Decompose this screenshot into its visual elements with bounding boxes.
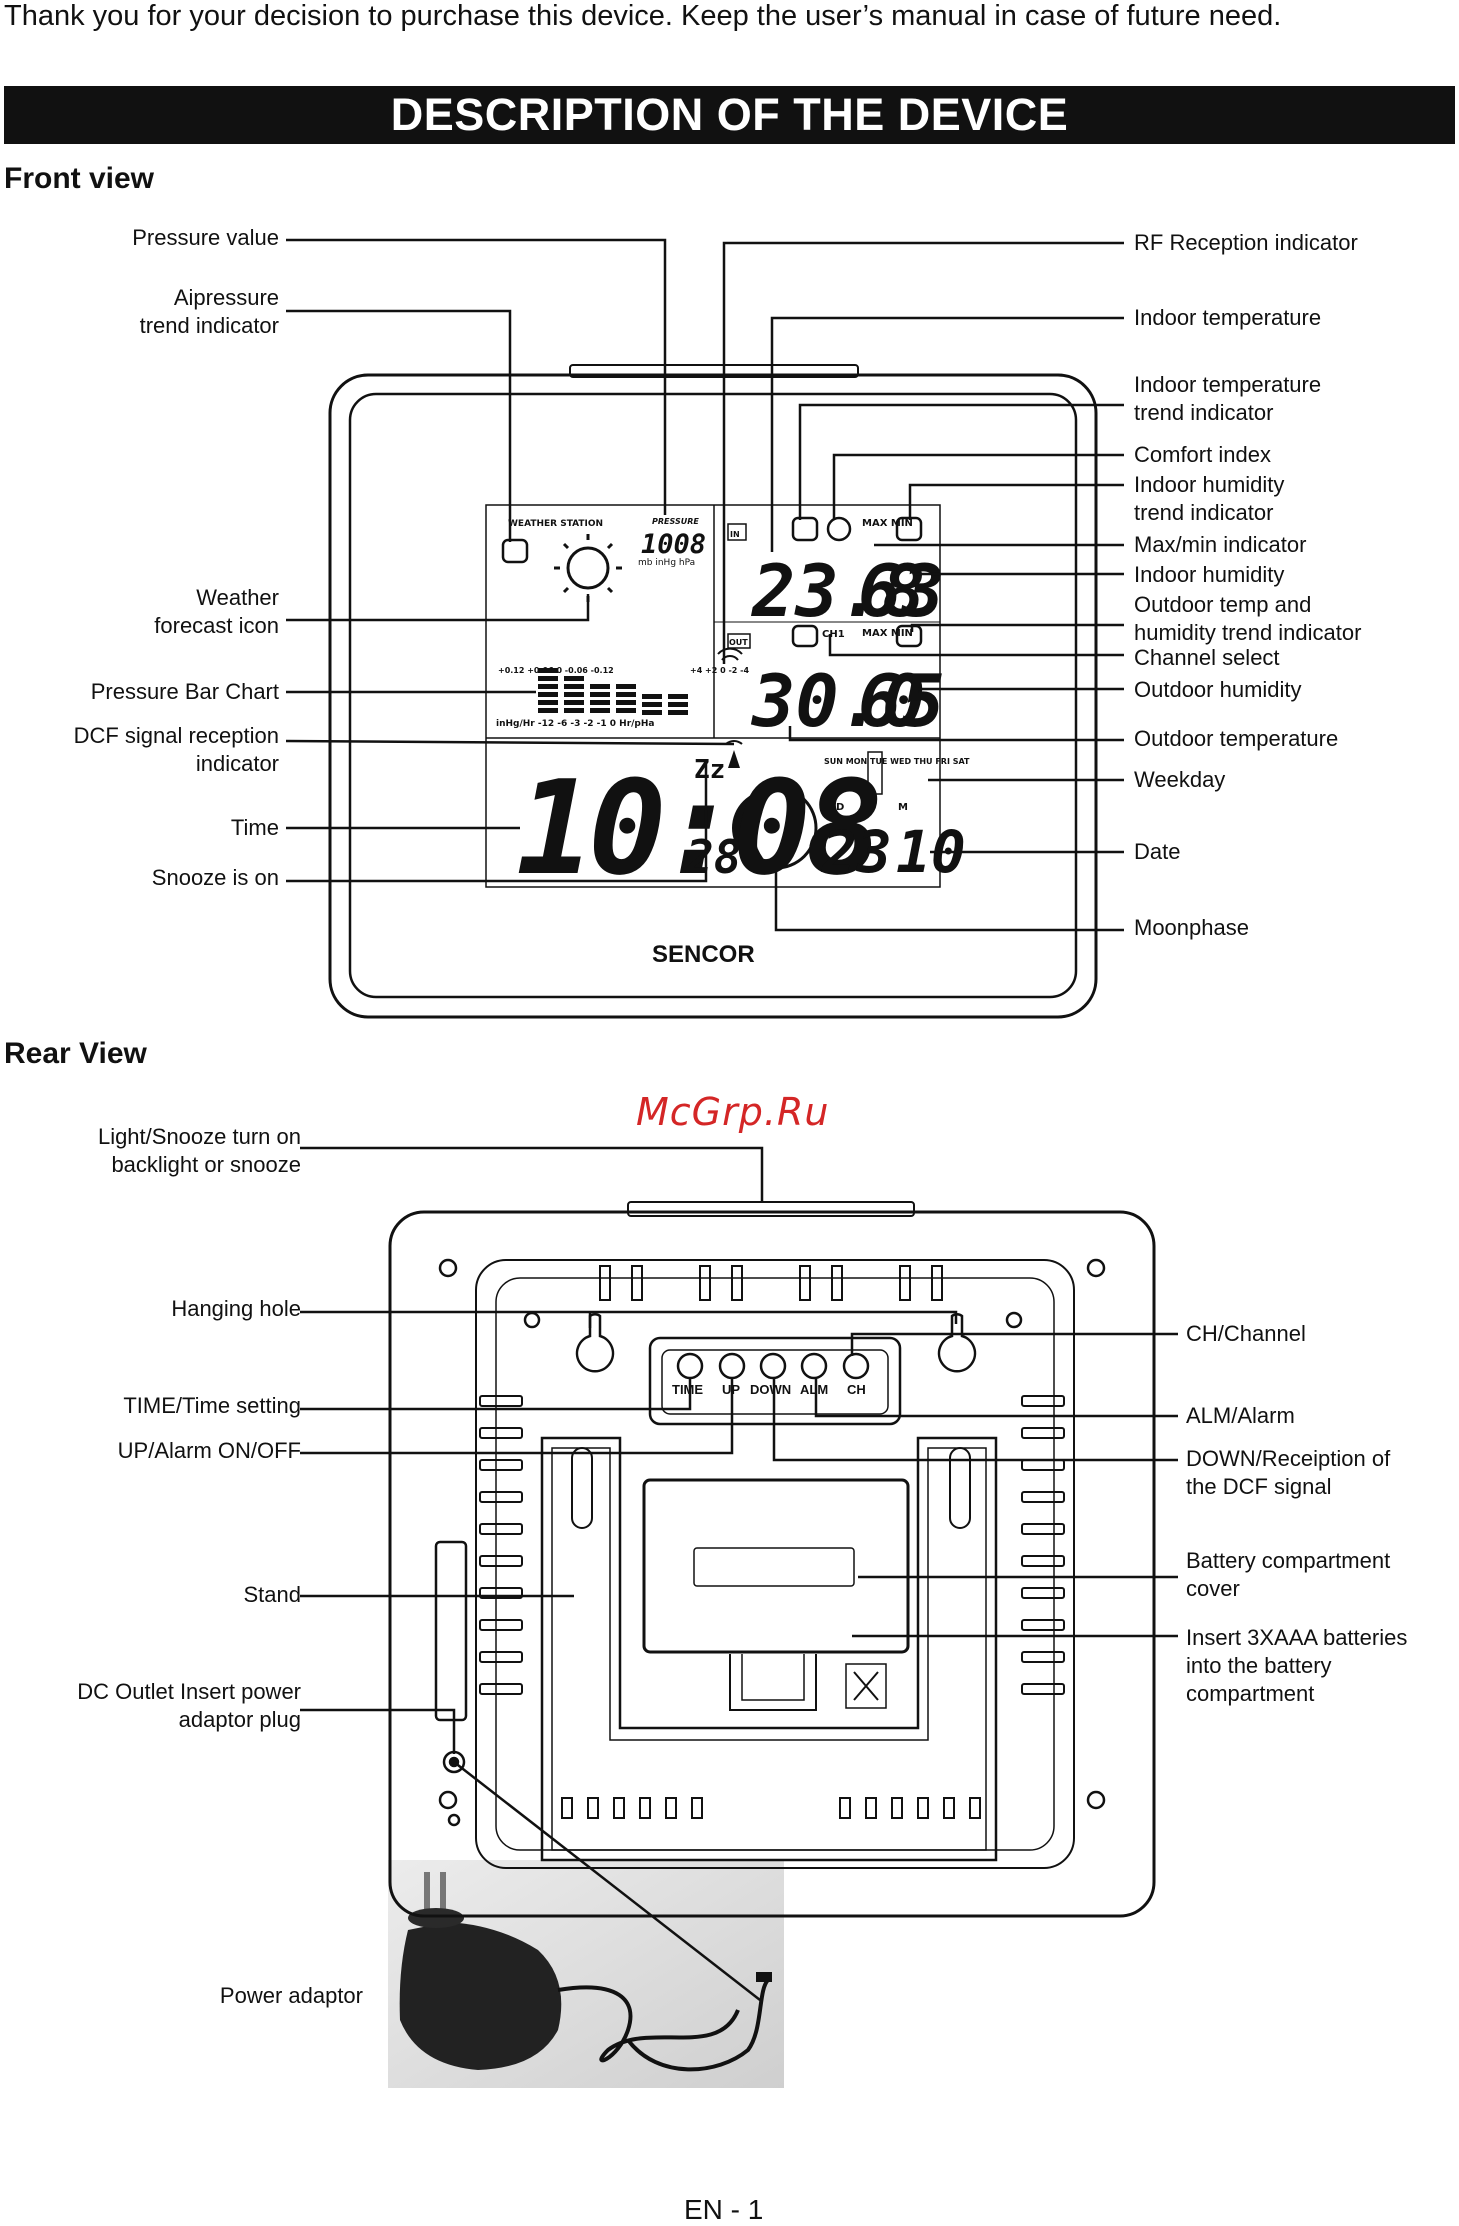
display-out-badge: OUT	[729, 638, 748, 647]
label-pressure-bar-chart: Pressure Bar Chart	[90, 679, 279, 704]
rear-button-time[interactable]: TIME	[672, 1382, 703, 1397]
label-moonphase: Moonphase	[1134, 915, 1249, 940]
label-date: Date	[1134, 839, 1181, 864]
label-power-adaptor: Power adaptor	[219, 1983, 363, 2008]
label-alm-alarm: ALM/Alarm	[1186, 1403, 1295, 1428]
rf-reception-icon	[717, 647, 743, 661]
label-snooze: Snooze is on	[151, 865, 279, 890]
label-ch-channel: CH/Channel	[1186, 1321, 1306, 1346]
label-up-alarm: UP/Alarm ON/OFF	[117, 1438, 301, 1463]
brand-logo: SENCOR	[652, 941, 755, 968]
display-seconds: 28	[685, 830, 741, 884]
label-indoor-temp-trend: Indoor temperature trend indicator	[1134, 372, 1322, 425]
rear-button-ch[interactable]: CH	[847, 1382, 866, 1397]
display-d-label: D	[836, 802, 844, 813]
label-time-setting: TIME/Time setting	[123, 1393, 301, 1418]
label-maxmin-indicator: Max/min indicator	[1134, 532, 1307, 557]
label-weekday: Weekday	[1134, 767, 1226, 792]
label-comfort-index: Comfort index	[1134, 442, 1271, 467]
display-outdoor-hum: 65	[858, 659, 945, 743]
label-weather-forecast-icon: Weather forecast icon	[154, 585, 279, 638]
rear-button-up[interactable]: UP	[722, 1382, 740, 1397]
display-channel: CH1	[822, 629, 845, 640]
display-weather-station: WEATHER STATION	[508, 519, 603, 529]
display-date-day: 23	[821, 818, 892, 886]
display-time: 10:08	[516, 752, 878, 904]
front-view-diagram: WEATHER STATION PRESSURE 1008 mb inHg hP…	[285, 238, 1124, 1019]
display-outdoor-temp: 30.0	[750, 659, 925, 743]
label-insert-batteries: Insert 3XAAA batteries into the battery …	[1186, 1625, 1408, 1706]
front-view-heading: Front view	[4, 162, 155, 195]
display-pressure-caption: PRESSURE	[652, 517, 699, 526]
display-snooze: Zz	[694, 755, 725, 785]
label-channel-select: Channel select	[1134, 645, 1280, 670]
label-battery-cover: Battery compartment cover	[1186, 1548, 1391, 1601]
label-indoor-humidity: Indoor humidity	[1134, 562, 1285, 587]
display-weekdays: SUN MON TUE WED THU FRI SAT	[824, 757, 970, 766]
display-chart-left-scale: +0.12 +0.06 0 -0.06 -0.12	[498, 666, 614, 675]
display-pressure-value: 1008	[641, 529, 706, 560]
pressure-bar-chart-bars	[538, 668, 688, 715]
power-adaptor-photo	[388, 1860, 784, 2088]
label-stand: Stand	[243, 1582, 302, 1607]
rear-view-diagram: TIME UP DOWN ALM CH	[300, 1146, 1178, 2001]
label-indoor-humidity-trend: Indoor humidity trend indicator	[1134, 472, 1285, 525]
display-m-label: M	[898, 802, 908, 813]
label-hanging-hole: Hanging hole	[171, 1296, 301, 1321]
display-indoor-hum: 63	[858, 549, 945, 633]
watermark: McGrp.Ru	[636, 1090, 830, 1134]
rear-button-alm[interactable]: ALM	[800, 1382, 828, 1397]
display-chart-axis: inHg/Hr -12 -6 -3 -2 -1 0 Hr/pHa	[496, 719, 654, 729]
intro-text: Thank you for your decision to purchase …	[4, 0, 1282, 32]
display-chart-right-scale: +4 +2 0 -2 -4	[690, 666, 749, 675]
page-footer: EN - 1	[684, 2194, 764, 2225]
label-dcf-reception: DCF signal reception indicator	[73, 723, 279, 776]
display-max-min-2: MAX MIN	[862, 628, 913, 639]
label-pressure-value: Pressure value	[132, 225, 279, 250]
label-light-snooze: Light/Snooze turn on backlight or snooze	[97, 1124, 301, 1177]
label-outdoor-trend: Outdoor temp and humidity trend indicato…	[1134, 592, 1362, 645]
label-airpressure-trend: Aipressure trend indicator	[139, 285, 279, 338]
label-down-dcf: DOWN/Receiption of the DCF signal	[1186, 1446, 1391, 1499]
rear-button-down[interactable]: DOWN	[750, 1382, 791, 1397]
label-outdoor-humidity: Outdoor humidity	[1134, 677, 1302, 702]
dcf-antenna-icon	[728, 750, 740, 768]
label-outdoor-temperature: Outdoor temperature	[1134, 726, 1339, 751]
display-in-badge: IN	[730, 530, 740, 539]
label-dc-outlet: DC Outlet Insert power adaptor plug	[77, 1679, 301, 1732]
display-indoor-temp: 23.8	[750, 549, 925, 633]
display-pressure-units: mb inHg hPa	[638, 558, 695, 568]
rear-view-heading: Rear View	[4, 1037, 147, 1070]
label-rf-reception: RF Reception indicator	[1134, 230, 1358, 255]
display-max-min-1: MAX MIN	[862, 518, 913, 529]
label-time: Time	[230, 815, 279, 840]
section-banner: DESCRIPTION OF THE DEVICE	[4, 86, 1455, 144]
label-indoor-temperature: Indoor temperature	[1134, 305, 1322, 330]
